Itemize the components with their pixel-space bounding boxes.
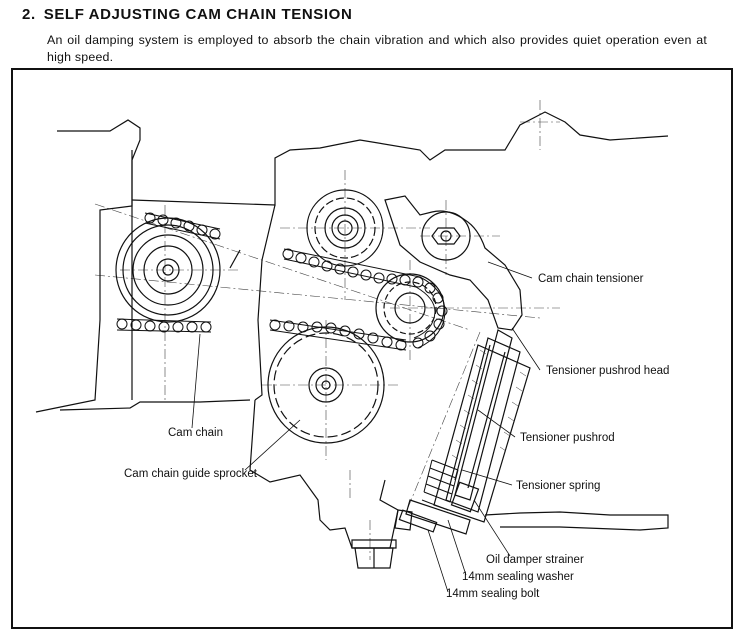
label-cam-chain-tensioner: Cam chain tensioner [538, 273, 644, 285]
label-cam-chain: Cam chain [168, 427, 223, 439]
label-tensioner-spring: Tensioner spring [516, 480, 600, 492]
label-tensioner-pushrod: Tensioner pushrod [520, 432, 615, 444]
sealing-bolt-hex [351, 539, 397, 569]
cam-chain-tensioner-arm [384, 195, 523, 331]
chain-run-lower-middle [269, 319, 407, 351]
chain-run-upper-left [144, 212, 221, 240]
label-sealing-washer: 14mm sealing washer [462, 571, 574, 583]
callout-labels: Cam chain tensioner Tensioner pushrod he… [124, 273, 669, 600]
diagram-frame [11, 68, 733, 629]
label-tensioner-pushrod-head: Tensioner pushrod head [546, 365, 669, 377]
center-lines [94, 100, 560, 560]
cam-chain [116, 212, 448, 351]
label-oil-damper-strainer: Oil damper strainer [486, 554, 584, 566]
section-heading: 2. SELF ADJUSTING CAM CHAIN TENSION [22, 6, 352, 23]
section-description: An oil damping system is employed to abs… [47, 33, 707, 64]
leader-lines [191, 261, 541, 593]
tensioner-assembly [394, 329, 531, 535]
section-number: 2. [22, 6, 36, 23]
chain-run-upper-middle [282, 248, 448, 349]
section-title: SELF ADJUSTING CAM CHAIN TENSION [43, 6, 353, 23]
engine-casing [35, 111, 669, 549]
idler-sprocket-upper [306, 189, 384, 267]
section-hatching [451, 349, 527, 460]
label-cam-chain-guide-sprocket: Cam chain guide sprocket [124, 468, 258, 480]
label-sealing-bolt: 14mm sealing bolt [446, 588, 540, 600]
tensioner-spring [421, 459, 459, 511]
chain-run-lower-left [116, 318, 212, 333]
